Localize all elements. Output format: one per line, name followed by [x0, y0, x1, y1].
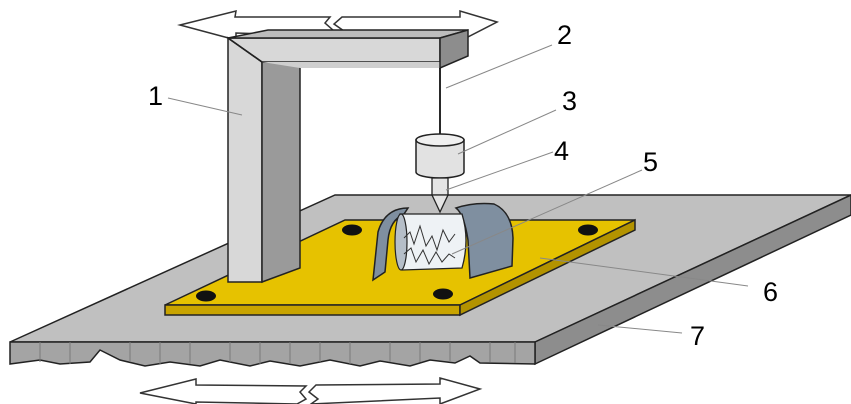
- label-1: 1: [148, 81, 163, 111]
- bottom-arrow-right: [307, 377, 483, 404]
- frame-column: [225, 29, 469, 284]
- bottom-arrow-left: [139, 378, 308, 404]
- arm-end: [439, 29, 469, 70]
- leader-3: [457, 109, 557, 155]
- arm-underside: [262, 62, 440, 68]
- plate-hole-front-left: [196, 290, 216, 302]
- label-5: 5: [643, 147, 658, 177]
- leader-4: [445, 151, 554, 191]
- label-4: 4: [554, 136, 569, 166]
- sample-trace-bottom: [403, 247, 456, 266]
- weight-cylinder: [415, 133, 465, 179]
- leader-1: [167, 97, 243, 116]
- column-side: [261, 61, 301, 284]
- arm-front: [225, 37, 441, 63]
- plate-hole-back-right: [578, 224, 598, 236]
- plate-hole-front-right: [433, 288, 453, 300]
- arm-top: [227, 29, 469, 39]
- plate-front: [164, 304, 461, 316]
- plate-hole-back-left: [342, 224, 362, 236]
- leader-7: [597, 324, 683, 334]
- label-2: 2: [557, 20, 572, 50]
- sample-cylinder: [396, 213, 467, 271]
- sample-holder: [372, 202, 514, 282]
- leader-lines: [167, 44, 749, 334]
- stylus: [430, 177, 450, 214]
- label-3: 3: [562, 86, 577, 116]
- leader-6: [539, 257, 749, 287]
- column-front: [227, 36, 263, 283]
- leader-2: [445, 44, 553, 89]
- label-6: 6: [763, 277, 778, 307]
- bottom-motion-arrow: [139, 377, 483, 404]
- base-slab-front-lines: [39, 342, 516, 364]
- sample-trace-top: [403, 224, 456, 252]
- base-slab-front: [9, 341, 536, 367]
- leader-5: [451, 169, 643, 255]
- plate-side: [459, 218, 636, 317]
- label-7: 7: [690, 321, 705, 351]
